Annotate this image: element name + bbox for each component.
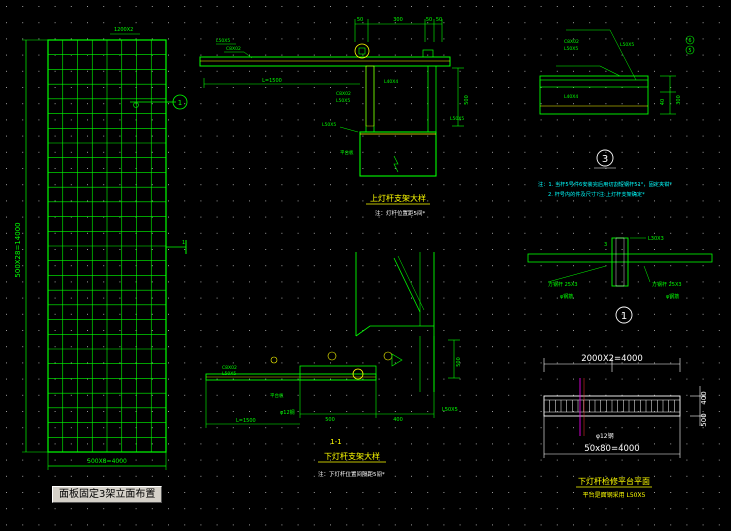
svg-text:1: 1	[178, 99, 182, 107]
d3-dim-0: 40	[660, 99, 666, 105]
lower-section-label: 1-1	[330, 438, 341, 446]
d3-label-2: L50X5	[620, 42, 634, 48]
lower-bracket-detail[interactable]: 500 400 L=1500 500 φ12钢 L50X5 C8X02 L50X…	[205, 252, 462, 478]
platform-outline	[543, 395, 681, 417]
top-note: 1200X2	[114, 27, 133, 33]
upper-arm	[199, 56, 451, 67]
drawing-tab-label[interactable]: 面板固定3架立面布置	[52, 486, 163, 503]
svg-text:1: 1	[621, 311, 627, 322]
d1-label-right: 方钢杆 25X3	[652, 281, 682, 288]
dim-top-1: 50	[357, 17, 363, 23]
height-dim-label: 500X28=14000	[14, 222, 22, 277]
platform-side-dim-0: 400	[700, 391, 708, 404]
upper-label-6: 平台板	[340, 149, 354, 156]
d3-num-6: 6	[688, 38, 691, 44]
upper-detail-note: 注：灯杆位置距5间*	[375, 209, 425, 217]
upper-detail-title: 上灯杆支架大样	[370, 193, 426, 203]
upper-vert-dim: 500	[464, 95, 470, 105]
snap-grid-dots	[6, 6, 720, 526]
lower-dim-1: 500	[325, 417, 335, 423]
lower-bar-label: φ12钢	[280, 409, 295, 416]
detail-3-marker[interactable]	[596, 149, 614, 167]
platform-bar: φ12钢	[596, 432, 614, 440]
elevation-mesh-grid	[48, 40, 166, 452]
platform-side-dim-1: 500	[700, 413, 708, 426]
upper-label-3: C8X02	[336, 91, 351, 97]
section-marker-2: 1	[182, 240, 185, 246]
detail-1[interactable]: L30X3 3 方钢杆 25X3 方钢杆 25X3 φ钢筋 φ钢筋 1	[527, 236, 713, 324]
d3-label-0: C8X02	[564, 39, 579, 45]
platform-note: 平台是面钢采用 L50X5	[583, 491, 646, 499]
lower-vert-dim: 500	[456, 357, 462, 367]
d1-label-left2: φ钢筋	[560, 293, 573, 300]
svg-text:L50X5: L50X5	[322, 122, 336, 128]
section-marker-1[interactable]	[172, 94, 188, 110]
platform-top-dim: 2000X2=4000	[581, 354, 643, 364]
lower-label-0: C8X02	[222, 365, 237, 371]
platform-bottom-dim: 50x80=4000	[584, 444, 639, 454]
upper-label-0: C8X02	[226, 46, 241, 52]
upper-label-4: L50X5	[336, 98, 350, 104]
dim-top-4: 50	[436, 17, 442, 23]
d3-note-2: 2. 杆号内的件及尺寸?注:上灯杆支架确定*	[548, 190, 645, 198]
lower-detail-title: 下灯杆支架大样	[324, 451, 380, 461]
upper-column	[359, 131, 437, 177]
detail-1-marker[interactable]	[615, 306, 633, 324]
panel-elevation[interactable]: 500X28=14000 1200X2 500X8=4000 1 1	[14, 27, 188, 470]
lower-length: L=1500	[236, 418, 256, 424]
lower-angle-label: L50X5	[442, 407, 458, 413]
d3-label-1: L50X5	[564, 46, 578, 52]
lower-detail-note: 注：下灯杆位置间隔距5间*	[318, 470, 385, 478]
platform-plan[interactable]: 2000X2=4000 φ12钢 50x80=4000 400 500 下灯杆检…	[543, 354, 708, 499]
upper-length: L=1500	[262, 78, 282, 84]
dim-top-3: 50	[426, 17, 432, 23]
upper-label-1: L50X5	[216, 38, 230, 44]
lamp-pole-circle	[354, 43, 370, 59]
d3-label-3: L40X4	[564, 94, 578, 100]
svg-text:3: 3	[602, 154, 608, 165]
lower-label-2: 平台板	[270, 392, 284, 399]
width-dim-label: 500X8=4000	[87, 458, 127, 465]
d1-weld: 3	[604, 242, 607, 248]
d3-num-5: 5	[688, 48, 691, 54]
platform-grating	[544, 399, 680, 413]
d1-label-right2: φ钢筋	[666, 293, 679, 300]
d1-label-left: 方钢杆 25X3	[548, 281, 578, 288]
dim-top-2: 300	[393, 17, 403, 23]
lower-label-1: L50X5	[222, 371, 236, 377]
upper-bracket-detail[interactable]: 50 300 50 50 L=1500 500 C8X02 L50X5 L4	[199, 17, 470, 217]
d1-label-top: L30X3	[648, 236, 664, 242]
platform-title: 下灯杆检修平台平面	[578, 476, 650, 486]
d3-dim-1: 300	[676, 95, 682, 105]
upper-label-5: L50X5	[450, 116, 464, 122]
d3-note-1: 注：1. 当杆5号件6安装完后用切割短钢杆51°，固定夹钳*	[538, 180, 672, 188]
detail-3[interactable]: 40 300 C8X02 L50X5 L50X5 L40X4 6 5 3 注：1…	[538, 29, 695, 198]
lower-dim-2: 400	[393, 417, 403, 423]
upper-label-2: L40X4	[384, 79, 398, 85]
